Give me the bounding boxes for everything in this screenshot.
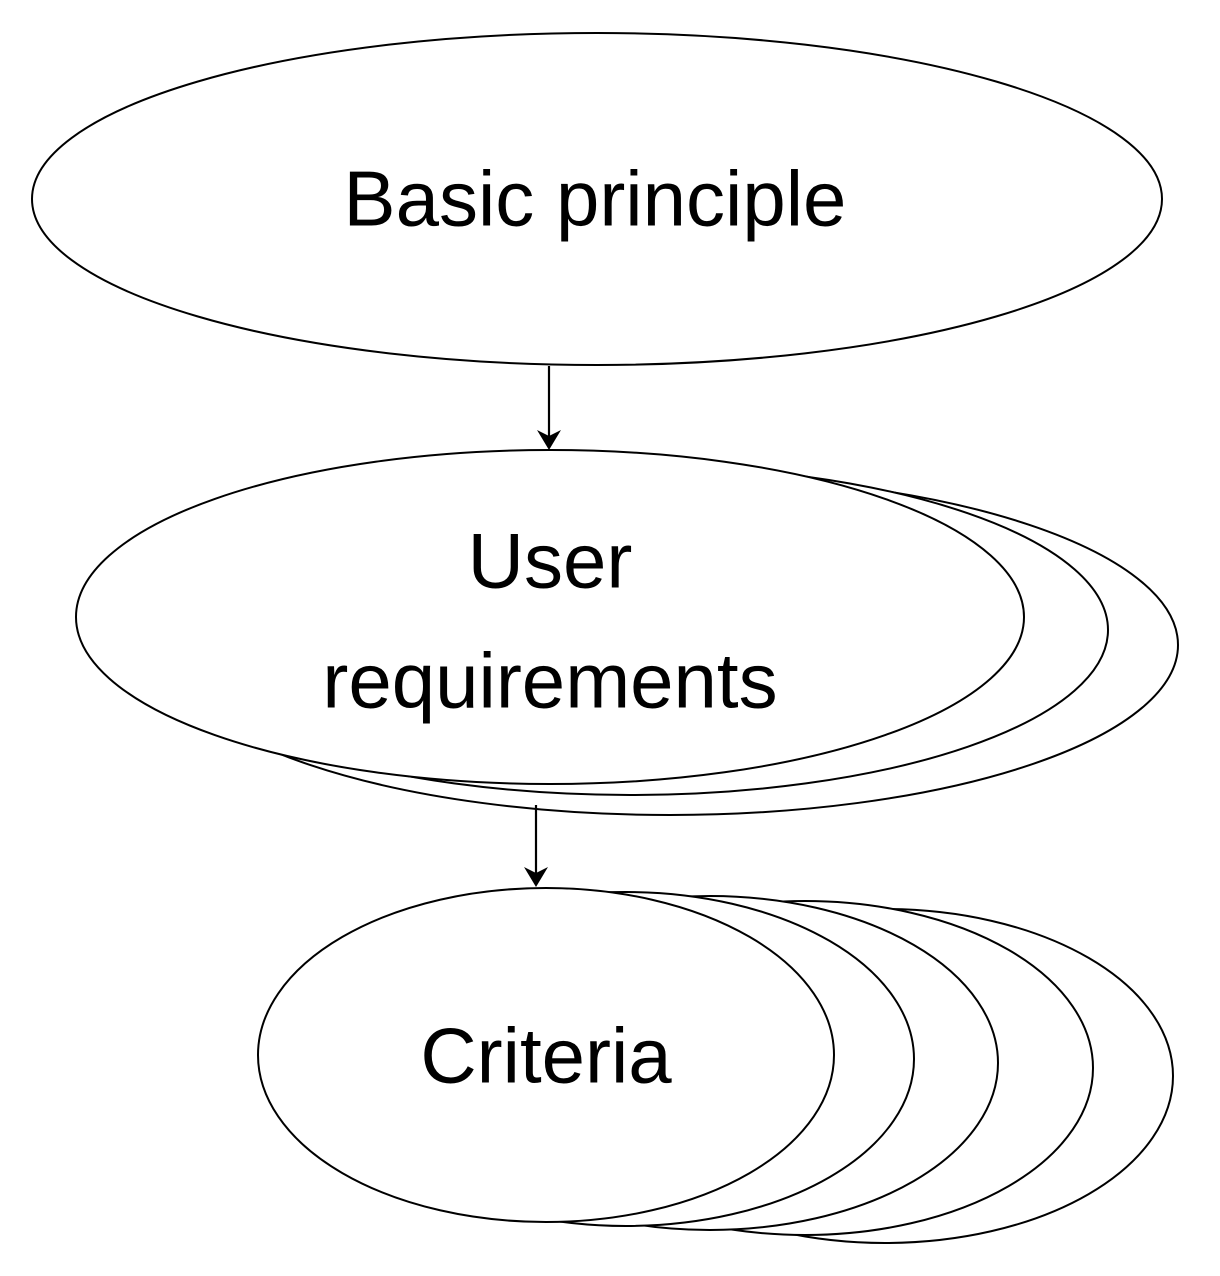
basic-principle-label: Basic principle [344,155,847,243]
criteria-label: Criteria [420,1012,672,1100]
arrow-2-head [524,867,548,887]
user-requirements-label-line2: requirements [322,637,777,725]
arrow-user-to-criteria [524,805,548,887]
node-user-requirements: User requirements [75,449,1179,816]
basic-principle-ellipse [31,32,1163,366]
node-criteria: Criteria [257,887,1174,1244]
arrow-1-head [537,430,561,450]
arrow-basic-to-user [537,366,561,450]
user-requirements-ellipse [75,449,1025,785]
user-requirements-label-line1: User [468,517,633,605]
node-basic-principle: Basic principle [31,32,1163,366]
criteria-ellipse [257,887,835,1223]
